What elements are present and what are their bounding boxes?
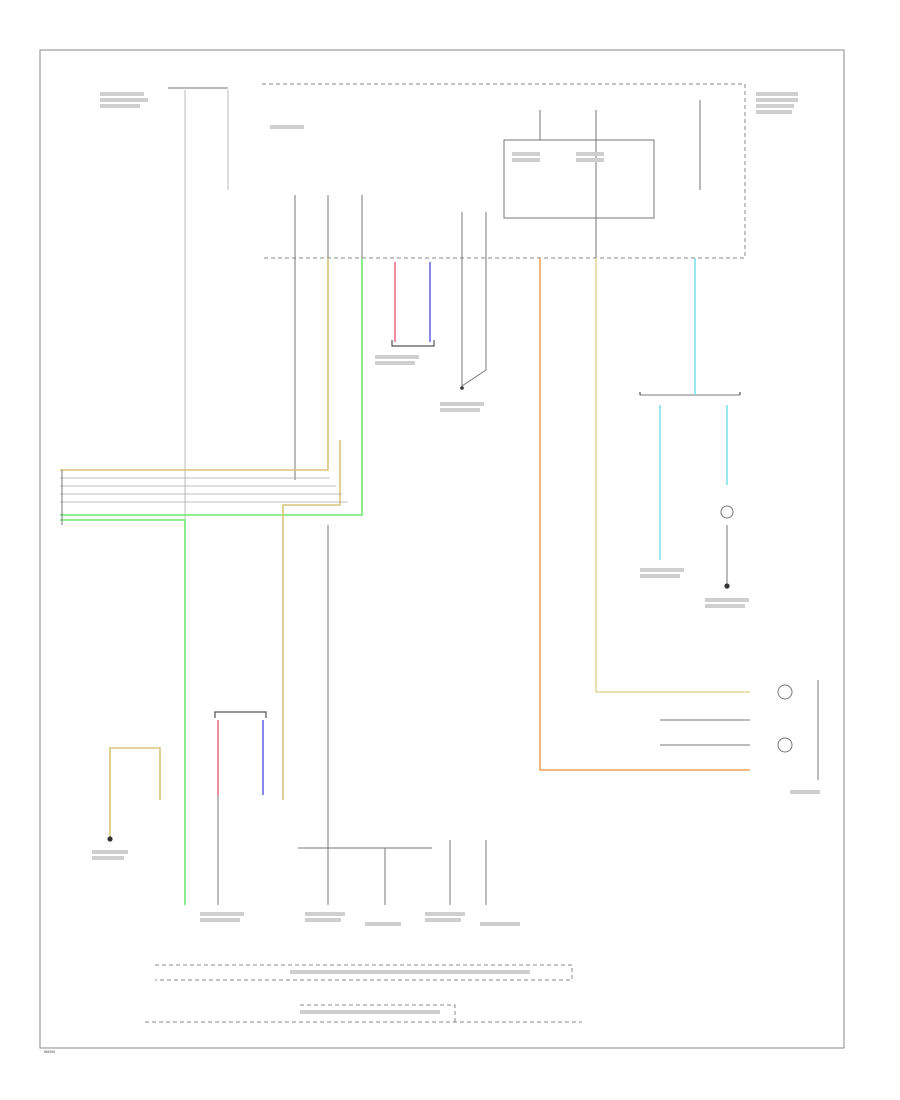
diagram-frame bbox=[39, 49, 845, 1049]
bulb-icon bbox=[720, 505, 734, 519]
footer-code: W0000 bbox=[44, 1050, 55, 1054]
wire-yellow-3 bbox=[109, 747, 161, 838]
connectors bbox=[214, 340, 741, 718]
wire-light-yellow bbox=[595, 258, 750, 693]
wire-orange bbox=[539, 258, 750, 771]
wire-green-1 bbox=[60, 258, 363, 516]
gray-wires bbox=[217, 258, 750, 905]
wire-yellow-1 bbox=[60, 258, 329, 471]
relay-block bbox=[503, 139, 655, 219]
label-placeholders bbox=[92, 92, 820, 1014]
wire-yellow-2 bbox=[282, 440, 341, 800]
bottom-modules bbox=[145, 964, 582, 1023]
left-bundle bbox=[60, 470, 348, 525]
colored-wires bbox=[60, 258, 750, 905]
bulb-icon bbox=[777, 737, 793, 753]
ground-points bbox=[107, 386, 730, 842]
fuse-terminals bbox=[294, 100, 701, 258]
bulb-icon bbox=[777, 684, 793, 700]
lamp-symbols bbox=[720, 505, 819, 780]
wire-green-2 bbox=[60, 519, 186, 905]
fuse-box-outline bbox=[262, 83, 746, 259]
